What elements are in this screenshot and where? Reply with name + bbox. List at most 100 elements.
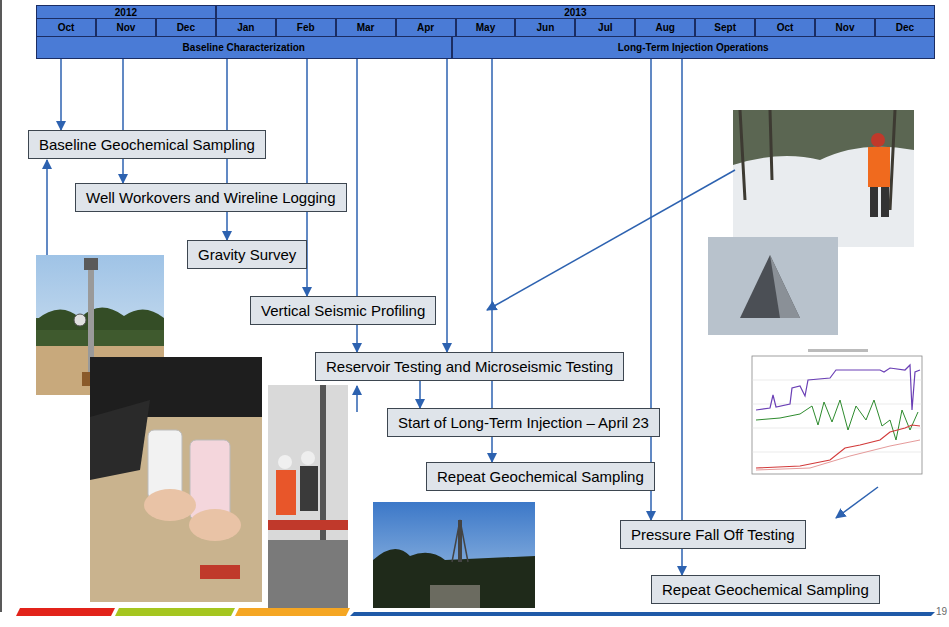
activity-box: Well Workovers and Wireline Logging	[75, 183, 347, 212]
timeline-arrow	[446, 59, 448, 352]
photo-sample-bottles-part	[90, 400, 150, 480]
timeline-arrow	[491, 59, 493, 462]
timeline-text: Feb	[297, 22, 315, 33]
photo-sample-bottles-part	[200, 565, 240, 579]
activity-box: Baseline Geochemical Sampling	[28, 130, 266, 159]
timeline-cell: Dec	[156, 18, 216, 37]
photo-snow-field-part	[868, 147, 890, 187]
timeline-cell: Long-Term Injection Operations	[452, 36, 935, 59]
activity-box: Vertical Seismic Profiling	[250, 296, 436, 325]
timeline-cell: Dec	[875, 18, 935, 37]
timeline-cell: 2013	[216, 5, 935, 19]
timeline-cell: May	[456, 18, 516, 37]
timeline-cell: 2012	[36, 5, 216, 19]
pressure-chart-part	[756, 425, 920, 468]
photo-drill-rig-part	[373, 549, 535, 608]
pressure-chart-part	[808, 349, 868, 352]
photo-snow-field-part	[733, 110, 914, 247]
activity-text: Gravity Survey	[198, 246, 296, 263]
timeline-text: May	[476, 22, 495, 33]
activity-text: Reservoir Testing and Microseismic Testi…	[326, 358, 613, 375]
photo-seismic-pyramid-part	[740, 255, 800, 318]
timeline-text: Oct	[777, 22, 794, 33]
activity-box: Repeat Geochemical Sampling	[426, 462, 655, 491]
photo-drill-rig-part	[452, 520, 468, 562]
pressure-chart	[738, 345, 935, 485]
footer-stripes-part	[350, 612, 935, 616]
photo-rig-workers-part	[300, 466, 318, 511]
timeline-cell: Jun	[515, 18, 575, 37]
timeline-cell: Oct	[755, 18, 815, 37]
timeline-text: Aug	[656, 22, 675, 33]
footer-stripes-part	[115, 608, 235, 616]
timeline-text: Sept	[714, 22, 736, 33]
activity-box: Repeat Geochemical Sampling	[651, 575, 880, 604]
timeline-text: Jan	[237, 22, 254, 33]
photo-seismic-pyramid	[708, 237, 838, 335]
pressure-chart-part	[756, 400, 918, 440]
photo-drill-rig-part	[373, 502, 535, 608]
timeline-cell: Nov	[96, 18, 156, 37]
timeline-cell: Apr	[396, 18, 456, 37]
photo-rig-workers-part	[268, 540, 348, 608]
timeline-cell: Feb	[276, 18, 336, 37]
timeline-text: Apr	[417, 22, 434, 33]
photo-seismic-pyramid-part	[770, 255, 800, 318]
timeline-cell: Jul	[575, 18, 635, 37]
timeline-text: Baseline Characterization	[183, 42, 305, 53]
timeline-text: Long-Term Injection Operations	[618, 42, 769, 53]
photo-rig-workers	[268, 385, 348, 608]
activity-box: Start of Long-Term Injection – April 23	[387, 408, 660, 437]
photo-leader-arrows-part	[356, 386, 358, 412]
timeline-text: Nov	[836, 22, 855, 33]
timeline-cell: Baseline Characterization	[36, 36, 452, 59]
pressure-chart-part	[756, 440, 920, 470]
timeline-text: Oct	[58, 22, 75, 33]
photo-rig-workers-part	[268, 385, 348, 608]
photo-monitoring-pole-part	[74, 314, 86, 326]
activity-text: Start of Long-Term Injection – April 23	[398, 414, 649, 431]
pressure-chart-part	[738, 345, 935, 485]
timeline-cell: Mar	[336, 18, 396, 37]
activity-text: Repeat Geochemical Sampling	[662, 581, 869, 598]
timeline-cell: Nov	[815, 18, 875, 37]
timeline-arrow	[122, 59, 124, 183]
timeline-arrow	[60, 59, 62, 130]
page-number: 19	[936, 606, 947, 617]
photo-rig-workers-part	[268, 520, 348, 530]
timeline-arrow	[650, 59, 652, 520]
photo-leader-arrows-part	[46, 160, 48, 255]
activity-text: Baseline Geochemical Sampling	[39, 136, 255, 153]
timeline-text: Dec	[177, 22, 195, 33]
photo-leader-arrows	[47, 160, 878, 518]
photo-sample-bottles	[90, 357, 262, 602]
activity-box: Gravity Survey	[187, 240, 307, 269]
photo-monitoring-pole-part	[36, 307, 164, 330]
photo-snow-field-part	[871, 133, 885, 147]
activity-box: Pressure Fall Off Testing	[620, 520, 806, 549]
frame-line	[0, 0, 2, 612]
timeline-arrow	[419, 381, 421, 408]
photo-snow-field-part	[870, 187, 878, 217]
photo-snow-field-part	[881, 187, 889, 217]
photo-leader-arrows-part	[487, 170, 735, 310]
timeline-cell: Oct	[36, 18, 96, 37]
photo-rig-workers-part	[301, 451, 315, 465]
photo-sample-bottles-part	[90, 357, 262, 602]
footer-stripes	[16, 608, 935, 616]
timeline-text: Jun	[537, 22, 555, 33]
timeline-cell: Sept	[695, 18, 755, 37]
timeline-cell: Aug	[635, 18, 695, 37]
pressure-chart-part	[752, 380, 922, 452]
footer-stripes-part	[16, 608, 115, 616]
photo-sample-bottles-part	[190, 440, 230, 520]
photo-rig-workers-part	[276, 470, 296, 515]
photo-sample-bottles-part	[144, 489, 196, 521]
timeline-text: 2013	[564, 7, 586, 18]
timeline-text: Dec	[896, 22, 914, 33]
photo-rig-workers-part	[278, 455, 292, 469]
photo-seismic-pyramid-part	[708, 237, 838, 335]
